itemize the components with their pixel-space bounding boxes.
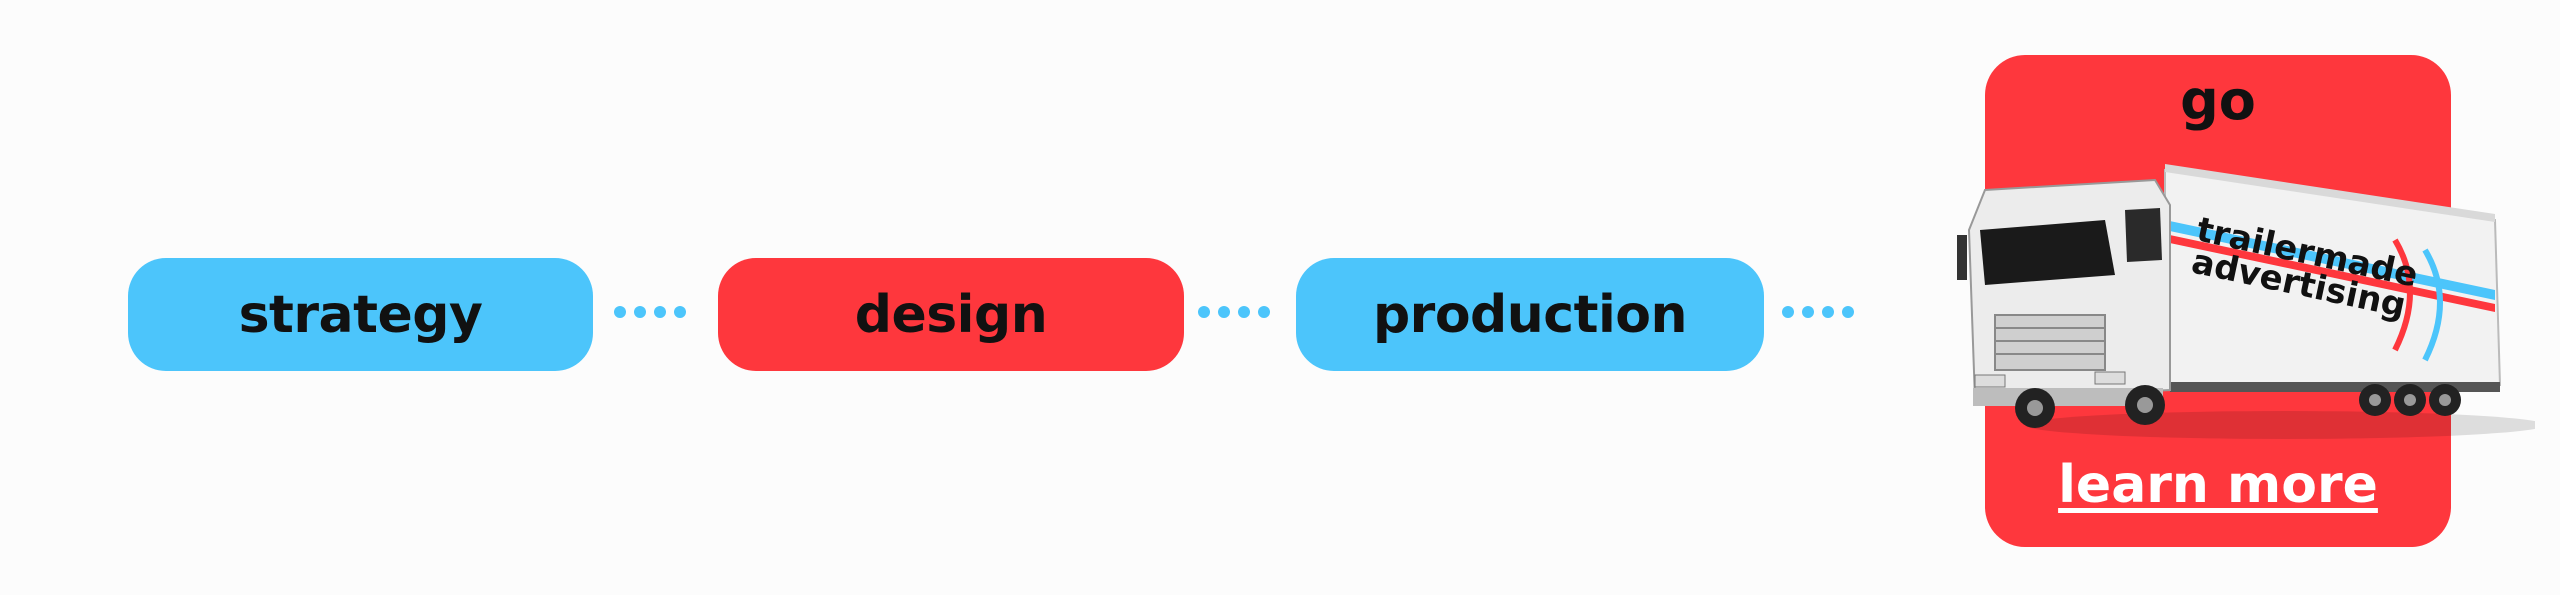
step-strategy: strategy: [128, 258, 593, 371]
connector-dots: [1198, 306, 1270, 318]
truck-illustration: trailermade advertising: [1957, 164, 2535, 439]
learn-more-link[interactable]: learn more: [2058, 455, 2378, 515]
go-card-title: go: [2180, 69, 2256, 132]
step-label: production: [1372, 284, 1688, 345]
step-label: strategy: [238, 284, 483, 345]
step-label: design: [854, 284, 1048, 345]
step-production: production: [1296, 258, 1764, 371]
connector-dots: [614, 306, 686, 318]
step-design: design: [718, 258, 1184, 371]
connector-dots: [1782, 306, 1854, 318]
